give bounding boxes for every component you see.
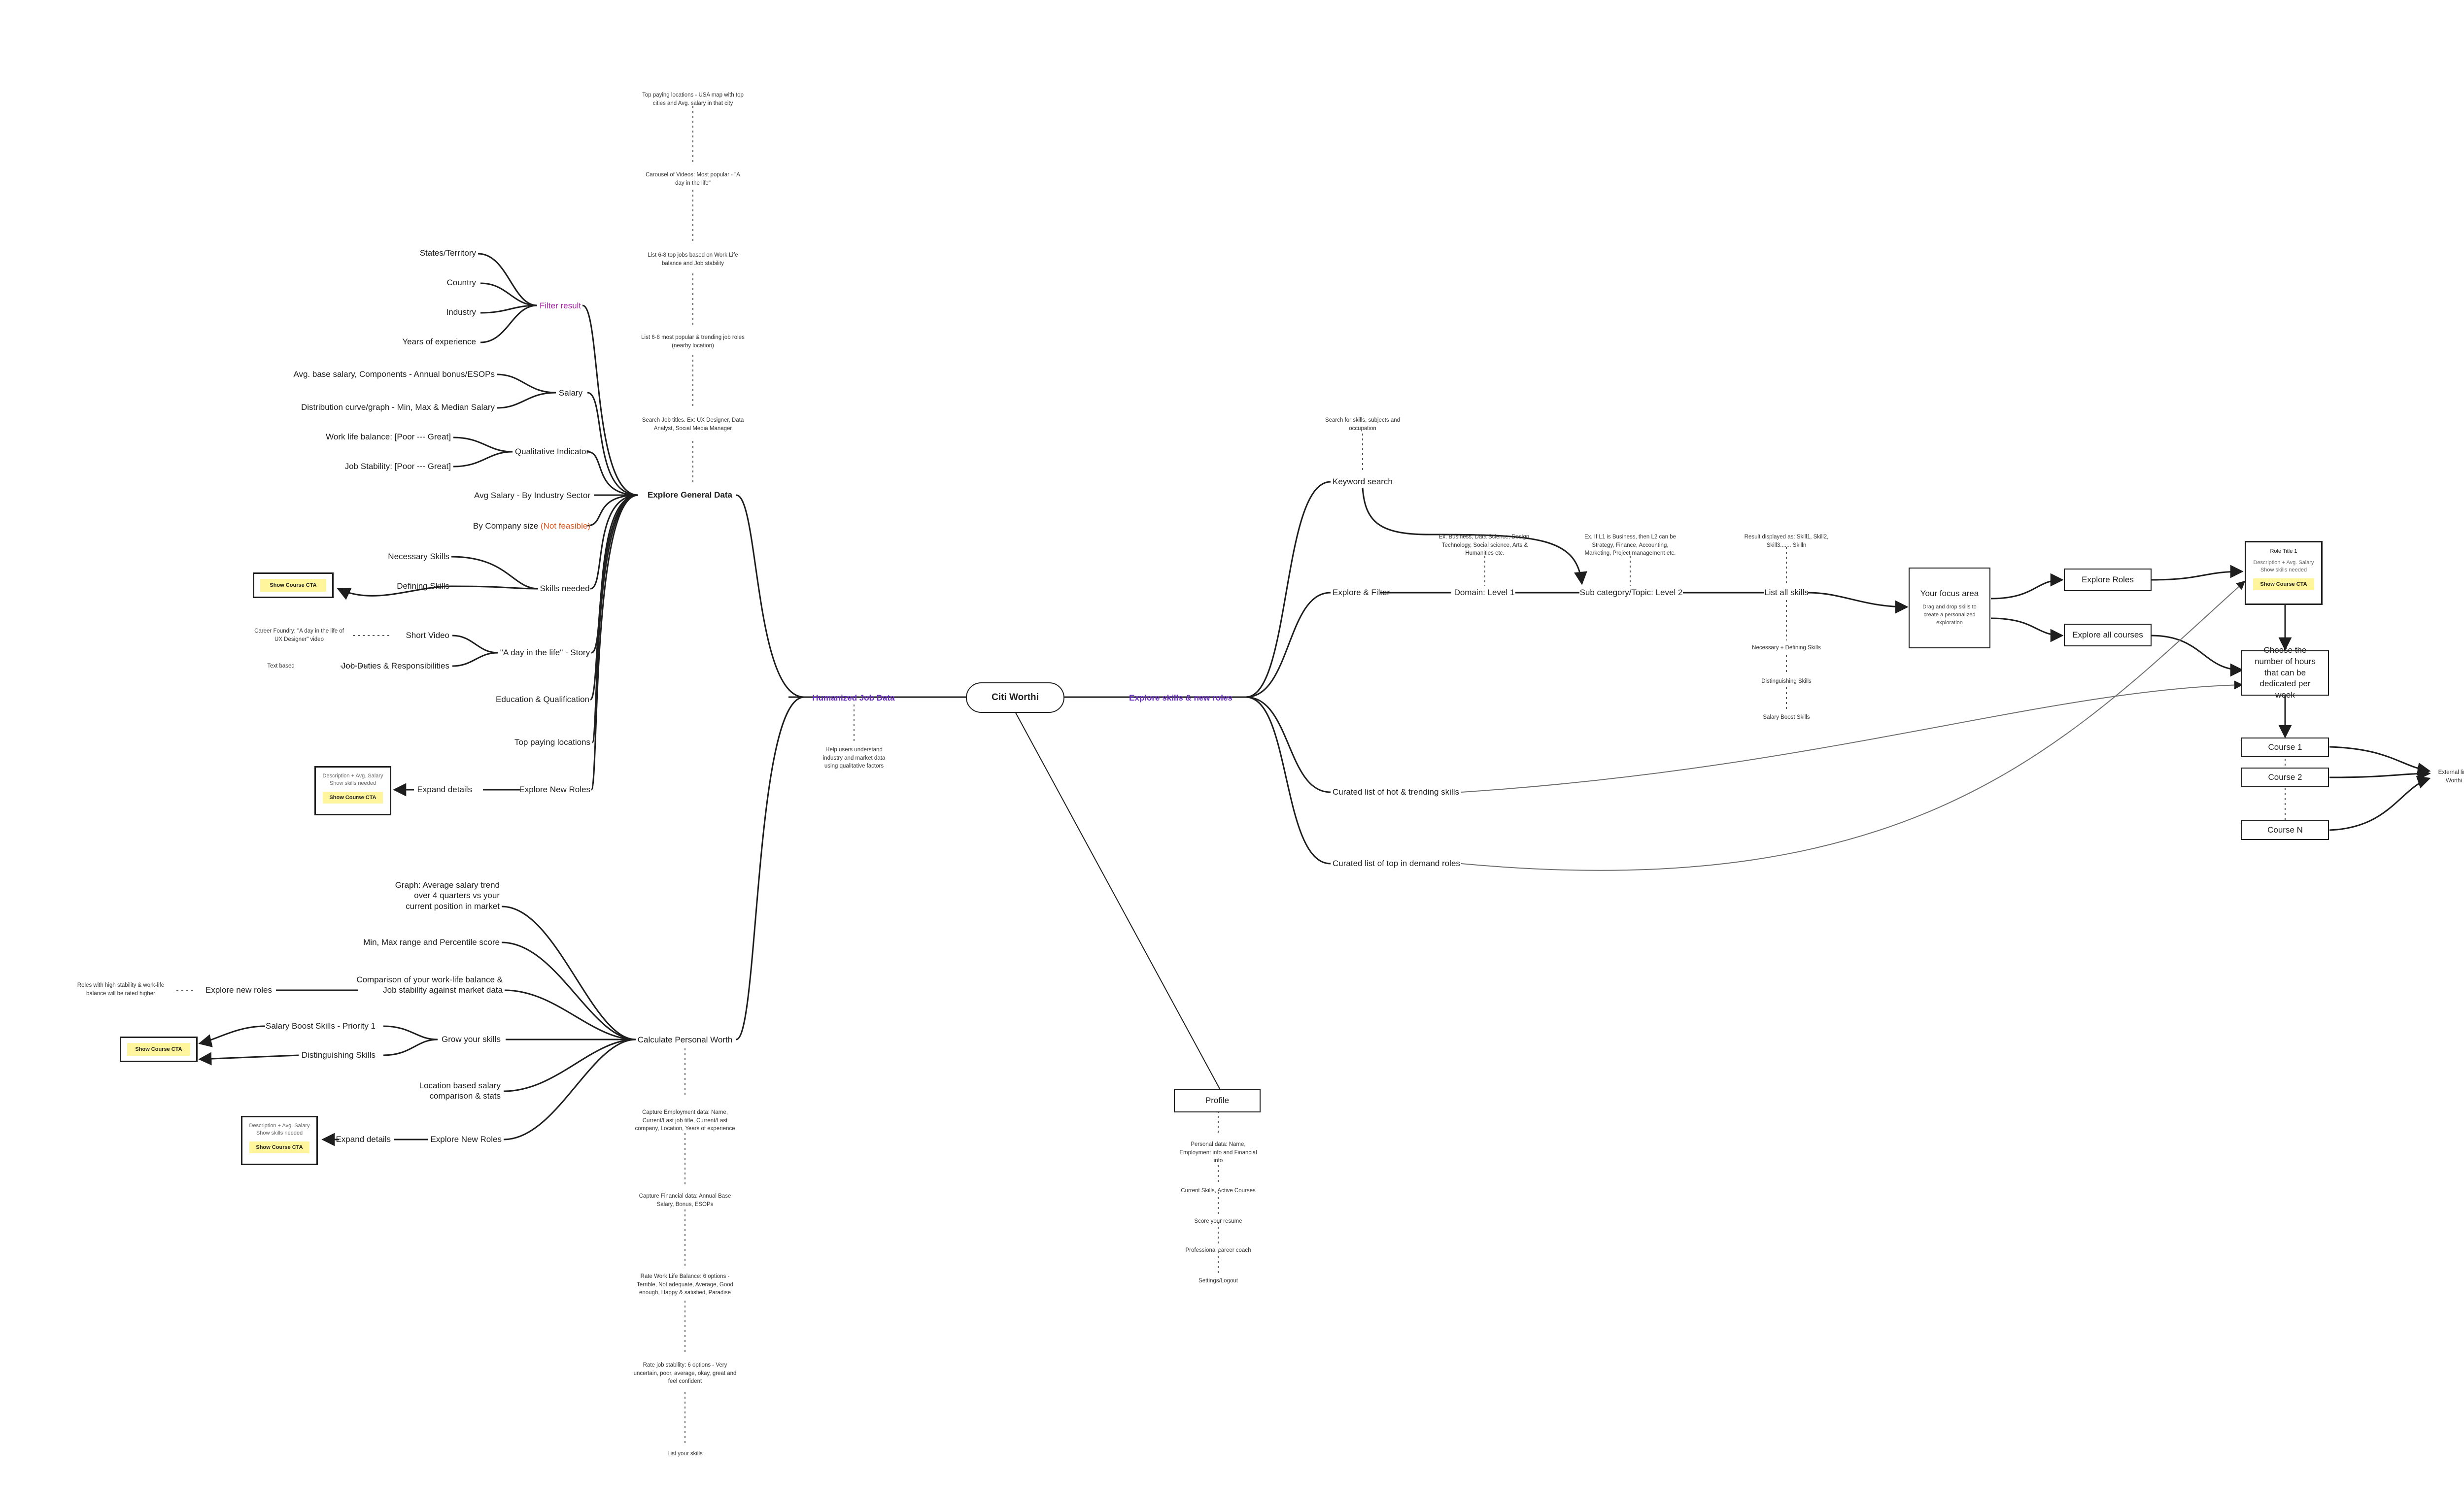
avg-salary-by-sector[interactable]: Avg Salary - By Industry Sector: [474, 491, 590, 500]
role-title-card[interactable]: Role Title 1 Description + Avg. Salary S…: [2245, 541, 2323, 605]
salary-distribution[interactable]: Distribution curve/graph - Min, Max & Me…: [301, 402, 495, 412]
keyword-search[interactable]: Keyword search: [1333, 477, 1393, 486]
skill-list-necessary: Necessary + Defining Skills: [1752, 645, 1821, 651]
branch-humanized-job-data[interactable]: Humanized Job Data: [812, 693, 895, 703]
defining-skills[interactable]: Defining Skills: [397, 581, 449, 591]
filter-years[interactable]: Years of experience: [402, 337, 476, 346]
location-based-salary[interactable]: Location based salary comparison & stats: [419, 1081, 501, 1101]
focus-area-title: Your focus area: [1920, 589, 1979, 599]
branch-explore-skills-roles[interactable]: Explore skills & new roles: [1129, 693, 1232, 703]
note-rate-work-life: Rate Work Life Balance: 6 options - Terr…: [636, 1274, 734, 1296]
choose-hours-box[interactable]: Choose the number of hours that can be d…: [2241, 645, 2329, 700]
list-skills-note: Result displayed as: Skill1, Skill2, Ski…: [1744, 534, 1829, 548]
roles-rating-note: Roles with high stability & work-life ba…: [77, 982, 165, 997]
note-trending-roles: List 6-8 most popular & trending job rol…: [641, 335, 745, 349]
explore-roles-button[interactable]: Explore Roles: [2064, 569, 2152, 591]
explore-new-roles-1[interactable]: Explore New Roles: [519, 785, 590, 794]
education-qualification[interactable]: Education & Qualification: [496, 695, 589, 704]
filter-states[interactable]: States/Territory: [419, 248, 476, 258]
explore-new-roles-lc[interactable]: Explore new roles: [205, 985, 272, 995]
explore-new-roles-2[interactable]: Explore New Roles: [430, 1135, 502, 1144]
filter-industry[interactable]: Industry: [446, 307, 476, 317]
root-node-citi-worthi[interactable]: Citi Worthi: [966, 682, 1064, 713]
course-2[interactable]: Course 2: [2241, 768, 2329, 787]
note-search-job-titles: Search Job titles. Ex: UX Designer, Data…: [642, 417, 744, 432]
job-duties[interactable]: Job Duties & Responsibilities: [341, 661, 449, 671]
grow-your-skills[interactable]: Grow your skills: [442, 1035, 501, 1044]
domain-note: Ex. Business, Data Science, Design, Tech…: [1438, 534, 1531, 557]
expand-details-2[interactable]: Expand details: [336, 1135, 391, 1144]
humanized-note: Help users understand industry and marke…: [822, 747, 886, 770]
comparison-work-life[interactable]: Comparison of your work-life balance & J…: [356, 975, 503, 995]
course-1[interactable]: Course 1: [2241, 738, 2329, 757]
role-card-2[interactable]: Description + Avg. Salary Show skills ne…: [241, 1116, 318, 1165]
external-link-note: External link: Takes user outside Worthi…: [2438, 770, 2464, 784]
filter-result[interactable]: Filter result: [539, 301, 582, 310]
expand-details-1[interactable]: Expand details: [417, 785, 472, 794]
focus-area-box[interactable]: Your focus area Drag and drop skills to …: [1909, 568, 1990, 648]
note-top-paying-locations: Top paying locations - USA map with top …: [642, 92, 744, 106]
profile-node[interactable]: Profile: [1174, 1089, 1261, 1112]
note-list-skills: List your skills: [667, 1451, 703, 1457]
profile-note-resume: Score your resume: [1194, 1218, 1242, 1224]
graph-salary-trend[interactable]: Graph: Average salary trend over 4 quart…: [395, 880, 500, 911]
necessary-skills[interactable]: Necessary Skills: [388, 552, 449, 561]
explore-filter[interactable]: Explore & Filter: [1333, 588, 1390, 597]
min-max-range[interactable]: Min, Max range and Percentile score: [363, 938, 500, 947]
show-course-cta-2[interactable]: Show Course CTA: [120, 1037, 198, 1062]
role-title: Role Title 1: [2270, 548, 2297, 554]
day-in-life-story[interactable]: "A day in the life" - Story: [500, 648, 590, 657]
profile-note-coach: Professional career coach: [1185, 1247, 1251, 1253]
salary-avg-base[interactable]: Avg. base salary, Components - Annual bo…: [293, 369, 495, 379]
short-video[interactable]: Short Video: [406, 631, 449, 640]
note-capture-financial: Capture Financial data: Annual Base Sala…: [639, 1193, 731, 1207]
salary-node[interactable]: Salary: [558, 388, 583, 398]
note-top-jobs: List 6-8 top jobs based on Work Life bal…: [648, 252, 738, 267]
course-n[interactable]: Course N: [2241, 820, 2329, 840]
note-rate-job-stability: Rate job stability: 6 options - Very unc…: [633, 1362, 737, 1385]
domain-level-1[interactable]: Domain: Level 1: [1454, 588, 1515, 597]
curated-hot-skills[interactable]: Curated list of hot & trending skills: [1333, 787, 1460, 797]
calculate-personal-worth[interactable]: Calculate Personal Worth: [637, 1035, 733, 1044]
list-all-skills[interactable]: List all skills: [1764, 588, 1809, 597]
profile-note-settings: Settings/Logout: [1198, 1278, 1238, 1284]
explore-general-data[interactable]: Explore General Data: [648, 490, 732, 500]
salary-boost-skills[interactable]: Salary Boost Skills - Priority 1: [266, 1021, 376, 1031]
top-paying-locations[interactable]: Top paying locations: [514, 738, 590, 747]
skill-list-salary-boost: Salary Boost Skills: [1763, 714, 1810, 720]
note-carousel-videos: Carousel of Videos: Most popular - "A da…: [646, 172, 740, 186]
profile-note-skills: Current Skills, Active Courses: [1181, 1188, 1256, 1194]
subcategory-level-2[interactable]: Sub category/Topic: Level 2: [1579, 588, 1683, 597]
not-feasible-tag: (Not feasible): [540, 521, 590, 531]
qualitative-indicator[interactable]: Qualitative Indicator: [514, 447, 589, 456]
profile-note-personal: Personal data: Name, Employment info and…: [1179, 1141, 1257, 1164]
subcategory-note: Ex. If L1 is Business, then L2 can be St…: [1584, 534, 1677, 557]
by-company-size[interactable]: By Company size (Not feasible): [473, 521, 590, 531]
show-course-cta-1[interactable]: Show Course CTA: [253, 572, 334, 598]
job-stability[interactable]: Job Stability: [Poor --- Great]: [344, 462, 451, 471]
skill-list-distinguishing: Distinguishing Skills: [1761, 678, 1812, 684]
explore-all-courses-button[interactable]: Explore all courses: [2064, 624, 2152, 646]
work-life-balance[interactable]: Work life balance: [Poor --- Great]: [326, 432, 451, 441]
keyword-search-note: Search for skills, subjects and occupati…: [1325, 417, 1401, 432]
curated-top-roles[interactable]: Curated list of top in demand roles: [1333, 859, 1460, 868]
skills-needed[interactable]: Skills needed: [540, 584, 590, 593]
filter-country[interactable]: Country: [446, 278, 476, 287]
note-capture-employment: Capture Employment data: Name, Current/L…: [635, 1109, 735, 1132]
role-card-1[interactable]: Description + Avg. Salary Show skills ne…: [314, 766, 391, 815]
short-video-note: Career Foundry: "A day in the life of UX…: [254, 628, 344, 642]
distinguishing-skills[interactable]: Distinguishing Skills: [301, 1050, 376, 1060]
text-based-note: Text based: [267, 663, 295, 669]
focus-area-note: Drag and drop skills to create a persona…: [1922, 604, 1977, 626]
